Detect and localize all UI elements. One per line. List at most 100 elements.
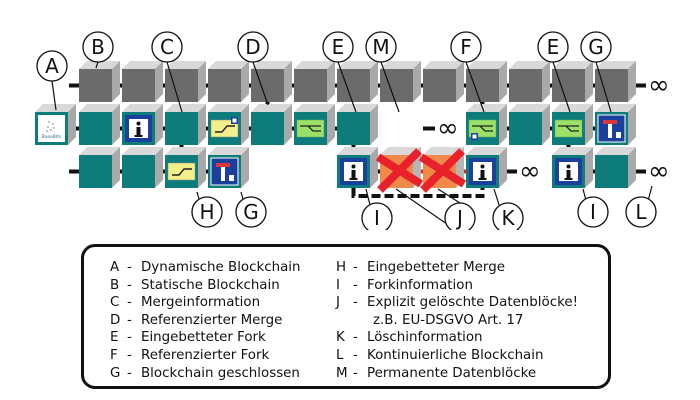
legend-left-column: A-Dynamische Blockchain B-Statische Bloc… bbox=[110, 259, 301, 382]
callout-label: I bbox=[374, 206, 380, 230]
block-front bbox=[79, 112, 112, 145]
callout-label: G bbox=[243, 200, 259, 224]
plain-block bbox=[251, 104, 292, 145]
legend: A-Dynamische Blockchain B-Statische Bloc… bbox=[81, 244, 611, 389]
callout-label: K bbox=[501, 206, 515, 230]
fork-arrow bbox=[300, 125, 321, 132]
block-side bbox=[68, 104, 76, 145]
static-block bbox=[423, 61, 464, 102]
callout-line bbox=[595, 61, 612, 113]
legend-note: z.B. EU-DSGVO Art. 17 bbox=[373, 312, 524, 328]
block-front bbox=[595, 69, 628, 102]
embedded-merge-block bbox=[165, 147, 206, 188]
block-top bbox=[509, 61, 550, 69]
block-front bbox=[165, 69, 198, 102]
plain-block bbox=[79, 104, 120, 145]
block-top bbox=[208, 147, 249, 155]
callout-circle bbox=[537, 31, 569, 63]
block-side bbox=[284, 61, 292, 102]
block-top bbox=[122, 104, 163, 112]
legend-text: Referenzierter Merge bbox=[141, 312, 283, 328]
static-block bbox=[595, 61, 636, 102]
block-side bbox=[198, 61, 206, 102]
static-block bbox=[294, 61, 335, 102]
legend-text: Dynamische Blockchain bbox=[141, 260, 301, 275]
callout-circle bbox=[625, 196, 657, 228]
infinity-symbol: ∞ bbox=[648, 71, 670, 101]
block-front bbox=[294, 69, 327, 102]
block-front bbox=[122, 155, 155, 188]
merge-arrow bbox=[215, 125, 235, 133]
deleted-block bbox=[418, 147, 467, 193]
callout-line bbox=[51, 80, 57, 111]
legend-right-column: H-Eingebetteter Merge I-Forkinformation … bbox=[336, 259, 578, 382]
block-front bbox=[165, 112, 198, 145]
info-base bbox=[478, 178, 487, 180]
callout-circle bbox=[365, 31, 397, 63]
callout-circle bbox=[235, 196, 267, 228]
callout-circle bbox=[577, 196, 609, 228]
callout-line bbox=[337, 61, 357, 113]
logo-dot bbox=[53, 127, 55, 129]
block-top bbox=[552, 61, 593, 69]
legend-text: Eingebetteter Merge bbox=[367, 260, 505, 275]
info-block bbox=[466, 147, 507, 188]
legend-text: Permanente Datenblöcke bbox=[367, 365, 537, 381]
block-side bbox=[585, 147, 593, 188]
info-stem bbox=[480, 170, 485, 179]
block-side bbox=[198, 104, 206, 145]
static-block bbox=[466, 61, 507, 102]
legend-item: J-Explizit gelöschte Datenblöcke! bbox=[336, 295, 578, 311]
block-side bbox=[327, 61, 335, 102]
ref-fork-block bbox=[466, 104, 507, 145]
plain-block bbox=[509, 104, 550, 145]
callout-line bbox=[437, 188, 461, 204]
block-top bbox=[122, 61, 163, 69]
legend-item: K-Löschinformation bbox=[336, 330, 483, 346]
block-top bbox=[466, 147, 507, 155]
info-dot bbox=[566, 164, 571, 169]
legend-item: I-Forkinformation bbox=[336, 277, 473, 293]
block-side bbox=[284, 104, 292, 145]
block-top bbox=[165, 147, 206, 155]
block-top bbox=[552, 147, 593, 155]
logo-dot bbox=[52, 123, 54, 125]
plain-block bbox=[337, 104, 378, 145]
block-front bbox=[466, 69, 499, 102]
dead-end-bar bbox=[216, 163, 230, 167]
callout-label: C bbox=[160, 35, 174, 59]
block-side bbox=[370, 104, 378, 145]
block-front bbox=[251, 112, 284, 145]
dead-end-mini bbox=[229, 175, 234, 181]
block-top bbox=[380, 61, 421, 69]
callout-label: J bbox=[455, 206, 463, 230]
info-dot bbox=[351, 164, 356, 169]
block-top bbox=[165, 61, 206, 69]
block-top bbox=[79, 147, 120, 155]
block-side bbox=[155, 147, 163, 188]
callout-label: E bbox=[547, 35, 560, 59]
callout-circle bbox=[361, 202, 393, 230]
block-side bbox=[585, 61, 593, 102]
callout-label: G bbox=[588, 35, 604, 59]
static-block bbox=[552, 61, 593, 102]
callout-label: D bbox=[245, 35, 260, 59]
legend-text: Blockchain geschlossen bbox=[141, 365, 300, 381]
block-top bbox=[509, 104, 550, 112]
block-top bbox=[79, 104, 120, 112]
static-block bbox=[165, 61, 206, 102]
info-block bbox=[552, 147, 593, 188]
block-side bbox=[327, 104, 335, 145]
callout-circle bbox=[151, 31, 183, 63]
info-dot bbox=[136, 121, 141, 126]
callout-line bbox=[380, 61, 400, 113]
block-side bbox=[628, 147, 636, 188]
callout-line bbox=[166, 61, 183, 113]
callout-label: L bbox=[635, 200, 647, 224]
mini-info-inner bbox=[472, 134, 477, 139]
info-base bbox=[564, 178, 573, 180]
block-side bbox=[499, 61, 507, 102]
delete-cross-icon bbox=[418, 148, 467, 193]
block-front bbox=[122, 69, 155, 102]
static-block bbox=[337, 61, 378, 102]
